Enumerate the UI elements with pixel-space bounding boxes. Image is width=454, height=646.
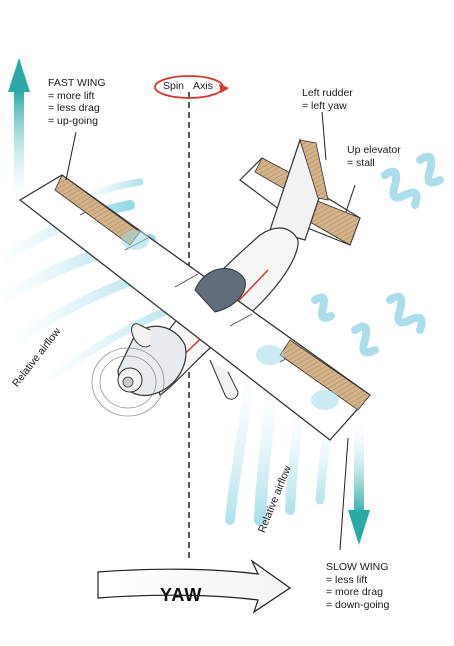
canopy [194,268,246,313]
yaw-arrow [97,559,292,614]
propeller-disc [91,347,165,417]
tail-turbulence [311,152,444,357]
axis-label: Axis [193,80,213,92]
fast-wing-label: FAST WING = more lift = less drag = up-g… [48,77,106,127]
landing-gear [131,323,239,400]
spin-label: Spin [163,80,185,92]
leader-lines [65,111,356,551]
fast-wing-line-1: = more lift [48,89,95,102]
up-going-arrow [8,58,30,200]
slow-wing-line-3: = down-going [326,598,390,611]
fast-wing-line-2: = less drag [48,102,100,114]
main-wing [18,174,371,441]
spin-rotation-arrow [154,75,229,99]
slow-wing-label: SLOW WING = less lift = more drag = down… [326,561,389,611]
yaw-label: YAW [160,585,203,605]
left-rudder-label: Left rudder = left yaw [302,87,353,112]
slow-wing-title: SLOW WING [326,561,389,573]
engine-cowl [117,325,187,397]
down-going-arrow [348,425,370,545]
up-elevator-line-1: Up elevator [347,144,401,156]
slow-wing-line-2: = more drag [326,586,383,598]
vertical-fin [269,138,329,241]
up-elevator-line-2: = stall [347,156,375,169]
up-elevator-label: Up elevator = stall [347,144,401,169]
left-rudder-line-1: Left rudder [302,87,353,99]
fast-wing-line-3: = up-going [48,114,98,127]
slow-wing-line-1: = less lift [326,573,368,586]
fast-wing-title: FAST WING [48,77,106,89]
left-rudder-line-2: = left yaw [302,99,347,112]
